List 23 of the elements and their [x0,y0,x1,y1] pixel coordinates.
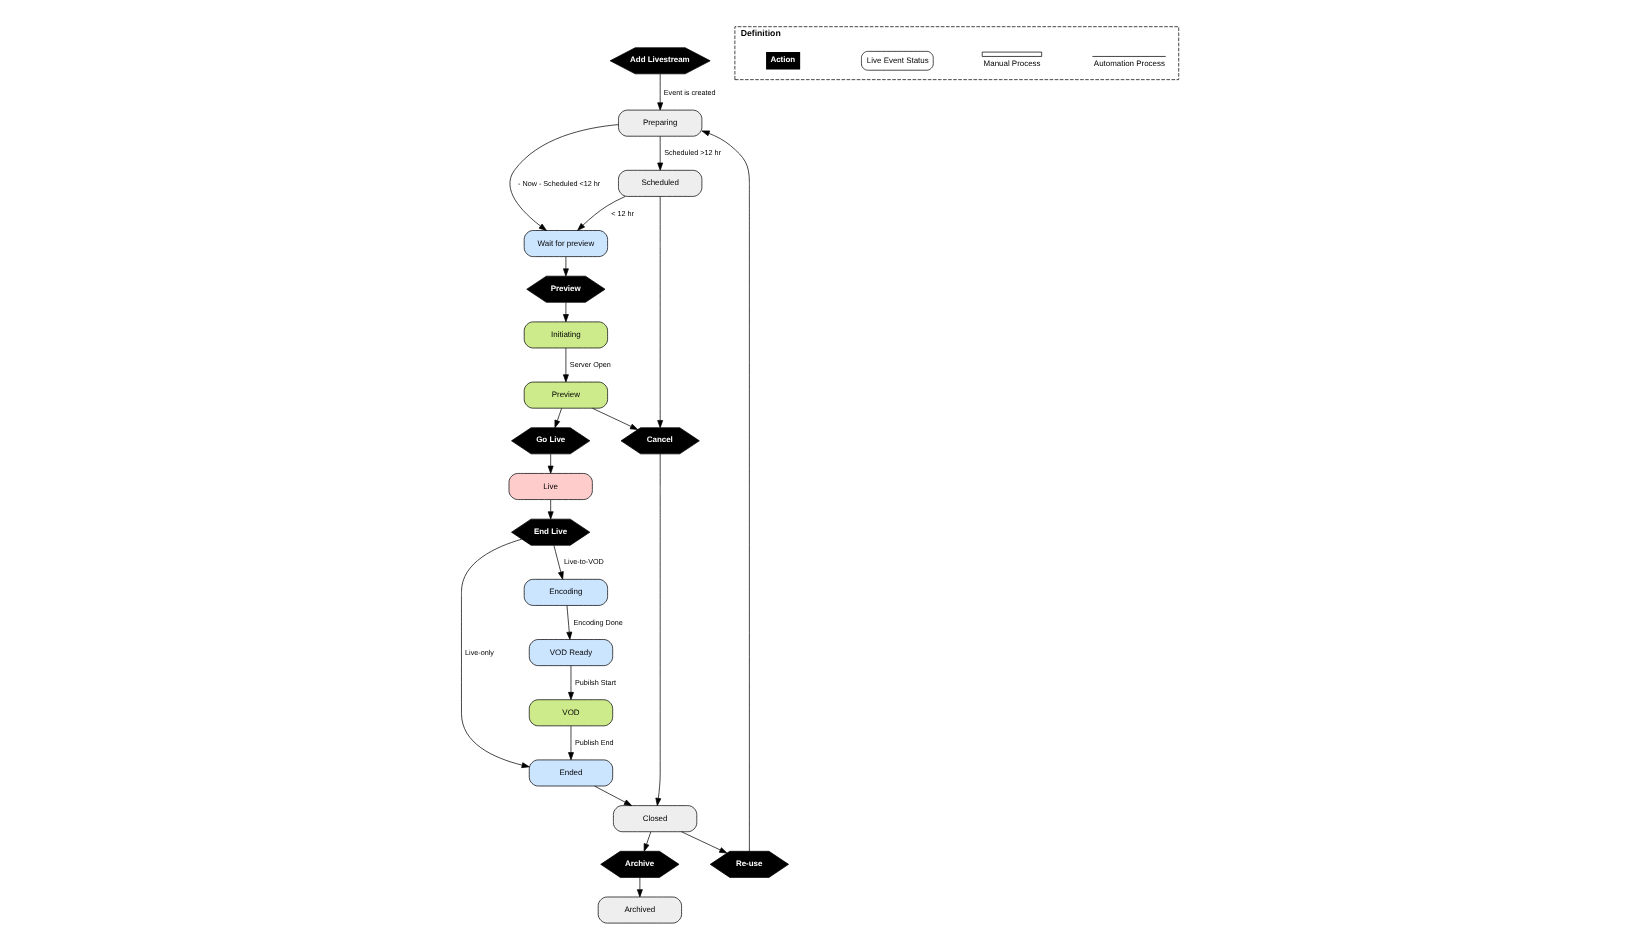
arrow [591,406,638,429]
arrow [562,346,568,382]
arrow [546,452,553,473]
arrow [656,134,663,170]
arrow [635,876,642,897]
arrow [553,407,561,427]
arrow [656,195,663,428]
arrow [565,604,572,639]
arrow [460,537,529,767]
arrow [552,544,563,579]
arrow [642,830,651,851]
arrow [576,195,625,230]
arrow [567,664,573,699]
arrow [593,784,631,805]
arrow [656,72,663,110]
arrow [680,830,727,853]
arrow [700,129,749,851]
arrow [562,301,568,322]
arrow [562,255,568,276]
arrow [546,498,553,519]
arrow [654,452,661,805]
arrow [508,123,618,230]
arrow [567,724,573,760]
